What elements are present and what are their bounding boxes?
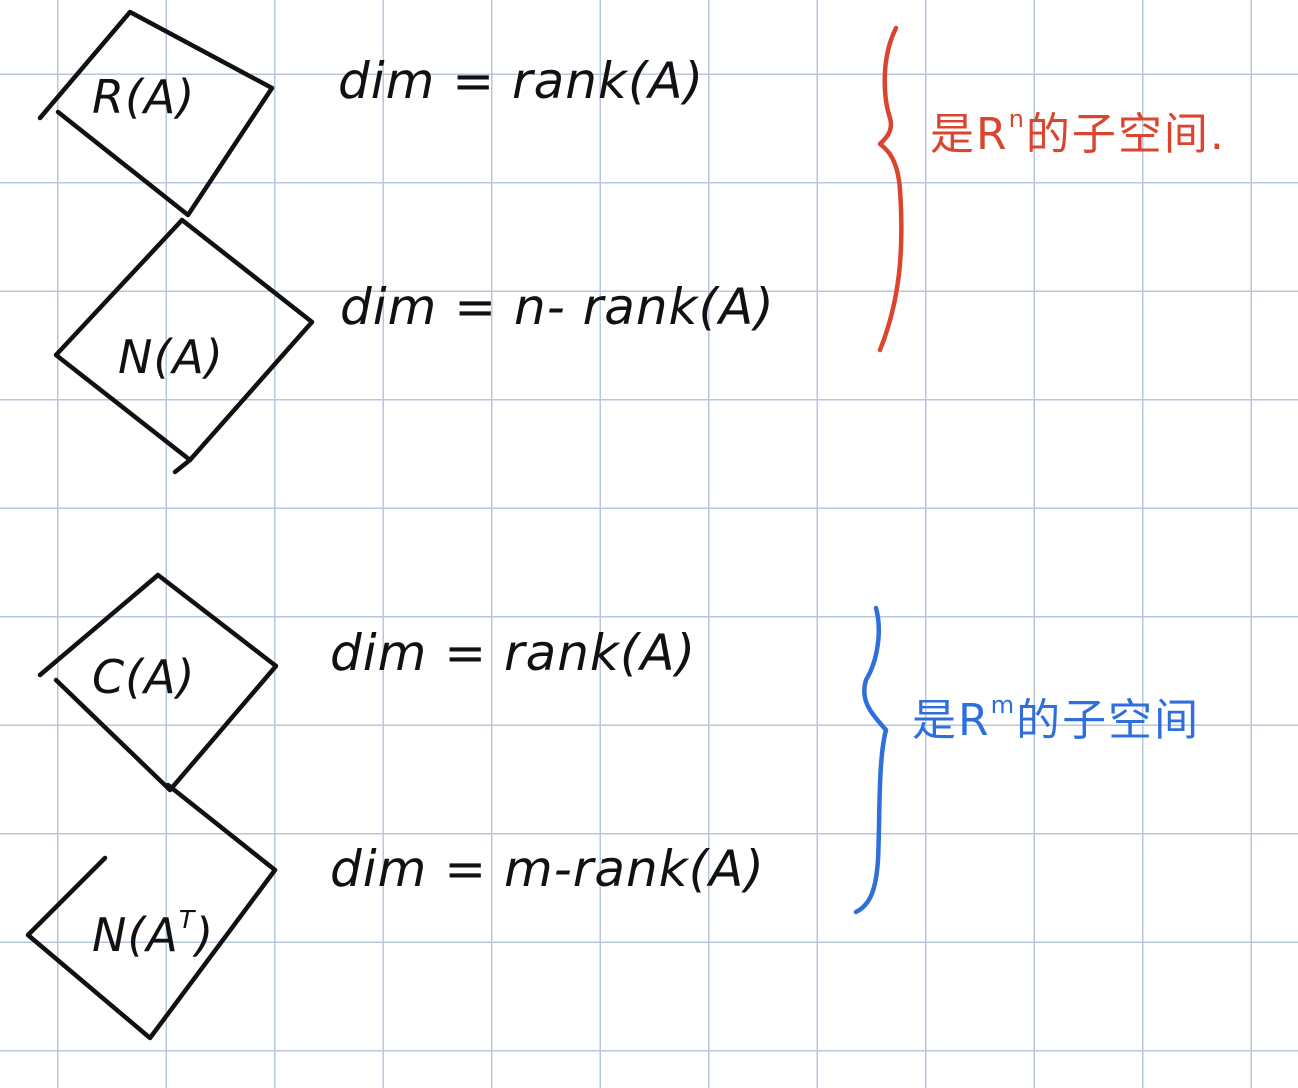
red-note-prefix: 是 [930,109,976,160]
null-space-dim: dim = n- rank(A) [340,278,775,336]
blue-note-exponent: m [990,691,1017,720]
blue-note-suffix: 的子空间 [1016,695,1201,746]
left-null-space-transpose: T [178,905,196,934]
row-space-dim: dim = rank(A) [338,52,705,110]
red-note-suffix: 的子空间. [1025,109,1226,160]
row-space-label: R(A) [92,70,196,124]
red-note: 是Rn的子空间. [930,98,1226,162]
blue-note-prefix: 是 [912,695,958,746]
red-note-exponent: n [1008,105,1026,134]
left-null-space-diamond [25,782,278,1041]
left-null-space-base: N(A [92,907,179,962]
red-note-r: R [976,109,1009,160]
row-space-diamond [37,9,275,218]
column-space-label: C(A) [92,650,196,704]
column-space-dim: dim = rank(A) [330,624,697,682]
blue-note-r: R [958,695,991,746]
left-null-space-label: N(AT) [92,905,214,962]
left-null-space-close: ) [195,907,215,962]
blue-brace [853,605,889,915]
diamond-connector [172,457,193,475]
left-null-space-dim: dim = m-rank(A) [330,840,765,898]
column-space-diamond [37,572,279,793]
blue-note: 是Rm的子空间 [912,684,1200,748]
red-brace [877,25,904,353]
null-space-label: N(A) [118,330,224,384]
